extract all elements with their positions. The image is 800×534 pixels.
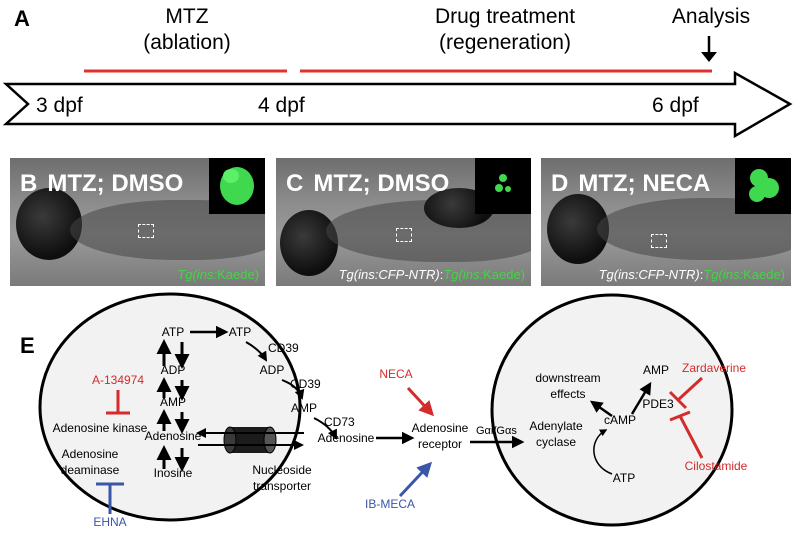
panel-b-image: B MTZ; DMSO Tg(ins:Kaede): [10, 158, 265, 286]
extra-amp-label: AMP: [291, 401, 317, 415]
panel-b-caption-part: Kaede): [217, 267, 259, 282]
g-protein-label: Gαi/Gαs: [476, 425, 517, 437]
transporter-label-line1: Nucleoside: [252, 463, 312, 477]
a134974-inhibition: [106, 390, 130, 415]
atp-to-adp-arrow: [245, 341, 268, 362]
adp-amp-arrows: [156, 377, 190, 401]
panel-b-caption: Tg(ins:Kaede): [177, 267, 259, 282]
analysis-arrow-head: [701, 52, 717, 62]
panel-c-condition: MTZ; DMSO: [313, 170, 450, 197]
islet-box: [651, 234, 667, 248]
fish-eye: [280, 210, 338, 276]
mtz-label: MTZ (ablation): [112, 4, 262, 56]
timeline-graphic: [2, 36, 793, 139]
transporter-label-line2: transporter: [253, 479, 311, 493]
ib-meca-label: IB-MECA: [365, 497, 415, 511]
drug-label-line2: (regeneration): [439, 31, 571, 54]
cell-1: [38, 292, 302, 522]
panel-d-title: D MTZ; NECA: [551, 170, 710, 198]
panel-d-caption-part: Tg(ins:: [703, 267, 744, 282]
amp-adenosine-arrows: [156, 409, 190, 434]
ehna-inhibition: [96, 482, 124, 514]
inosine-label: Inosine: [154, 466, 193, 480]
cilostamide-label: Cilostamide: [685, 459, 748, 473]
atp-to-camp-arrow: [593, 429, 613, 475]
pde3-label: PDE3: [642, 397, 674, 411]
receptor-label-line1: Adenosine: [412, 421, 469, 435]
islet-box: [396, 228, 412, 242]
islet-box: [138, 224, 154, 238]
mtz-label-line2: (ablation): [143, 31, 231, 54]
atp-adp-arrows: [156, 339, 190, 369]
neca-arrow: [406, 386, 435, 417]
tick-6dpf: 6 dpf: [652, 94, 699, 117]
islet-inset: [209, 158, 265, 214]
camp-to-amp-arrow: [630, 381, 652, 415]
downstream-line1: downstream: [535, 371, 600, 385]
tick-3dpf: 3 dpf: [36, 94, 83, 117]
adenosine-label: Adenosine: [145, 429, 202, 443]
panel-c-caption: Tg(ins:CFP-NTR):Tg(ins:Kaede): [339, 267, 525, 282]
panel-d-caption-part: Tg(ins:CFP-NTR): [598, 267, 700, 282]
cd39-label-2: CD39: [290, 377, 321, 391]
a134974-label: A-134974: [92, 373, 144, 387]
adenosine-deaminase-line2: deaminase: [61, 463, 120, 477]
zardaverine-label: Zardaverine: [682, 361, 746, 375]
panel-d-condition: MTZ; NECA: [578, 170, 711, 197]
receptor-label-line2: receptor: [418, 437, 462, 451]
cd73-label: CD73: [324, 415, 355, 429]
panel-c-caption-part: Tg(ins:: [443, 267, 484, 282]
panel-d-letter: D: [551, 170, 569, 197]
extra-adenosine-label: Adenosine: [318, 431, 375, 445]
adenylate-cyclase-line1: Adenylate: [529, 419, 583, 433]
amp-to-adenosine-arrow: [313, 417, 337, 440]
panel-b-title: B MTZ; DMSO: [20, 170, 183, 198]
tick-4dpf: 4 dpf: [258, 94, 305, 117]
islet-inset: [735, 158, 791, 214]
cd39-label-1: CD39: [268, 341, 299, 355]
panel-d-caption: Tg(ins:CFP-NTR):Tg(ins:Kaede): [599, 267, 785, 282]
panel-c-caption-part: :: [439, 267, 444, 282]
panel-c-caption-part: Kaede): [483, 267, 525, 282]
cilostamide-inhibition: [669, 410, 704, 459]
pathway-diagram: ATP ADP AMP Adenosine Inosine Adenosine …: [38, 292, 748, 529]
ib-meca-arrow: [398, 461, 433, 498]
downstream-line2: effects: [550, 387, 585, 401]
cell-2: [490, 293, 734, 527]
adenosine-inosine-arrows: [156, 445, 190, 472]
atp-label: ATP: [162, 325, 184, 339]
cell2-atp-label: ATP: [613, 471, 635, 485]
zardaverine-inhibition: [668, 376, 704, 410]
panel-c-letter: C: [286, 170, 304, 197]
panel-a-letter: A: [14, 6, 30, 31]
ehna-label: EHNA: [93, 515, 126, 529]
panel-b-caption-part: Tg(ins:: [177, 267, 218, 282]
panel-c-title: C MTZ; DMSO: [286, 170, 449, 198]
timeline-arrow: [2, 70, 793, 139]
adenosine-kinase-label: Adenosine kinase: [53, 421, 148, 435]
adenylate-cyclase-line2: cyclase: [536, 435, 576, 449]
drug-treatment-label: Drug treatment (regeneration): [390, 4, 620, 56]
drug-label-line1: Drug treatment: [434, 5, 576, 28]
analysis-label: Analysis: [671, 5, 751, 28]
panel-e-letter: E: [20, 333, 35, 358]
panel-d-caption-part: :: [699, 267, 704, 282]
panel-c-caption-part: Tg(ins:CFP-NTR): [338, 267, 440, 282]
panel-b-letter: B: [20, 170, 38, 197]
cell2-amp-label: AMP: [643, 363, 669, 377]
panel-d-caption-part: Kaede): [743, 267, 785, 282]
islet-inset: [475, 158, 531, 214]
extra-atp-label: ATP: [229, 325, 251, 339]
nucleoside-transporter: [223, 426, 277, 454]
adp-to-amp-arrow: [281, 379, 305, 400]
panel-c-image: C MTZ; DMSO Tg(ins:CFP-NTR):Tg(ins:Kaede): [276, 158, 531, 286]
panel-b-condition: MTZ; DMSO: [47, 170, 184, 197]
mtz-label-line1: MTZ: [165, 5, 209, 28]
panel-d-image: D MTZ; NECA Tg(ins:CFP-NTR):Tg(ins:Kaede): [541, 158, 791, 286]
camp-to-effects-arrow: [589, 400, 613, 418]
camp-label: cAMP: [604, 413, 636, 427]
neca-label: NECA: [379, 367, 412, 381]
extra-adp-label: ADP: [260, 363, 285, 377]
adenosine-deaminase-line1: Adenosine: [62, 447, 119, 461]
